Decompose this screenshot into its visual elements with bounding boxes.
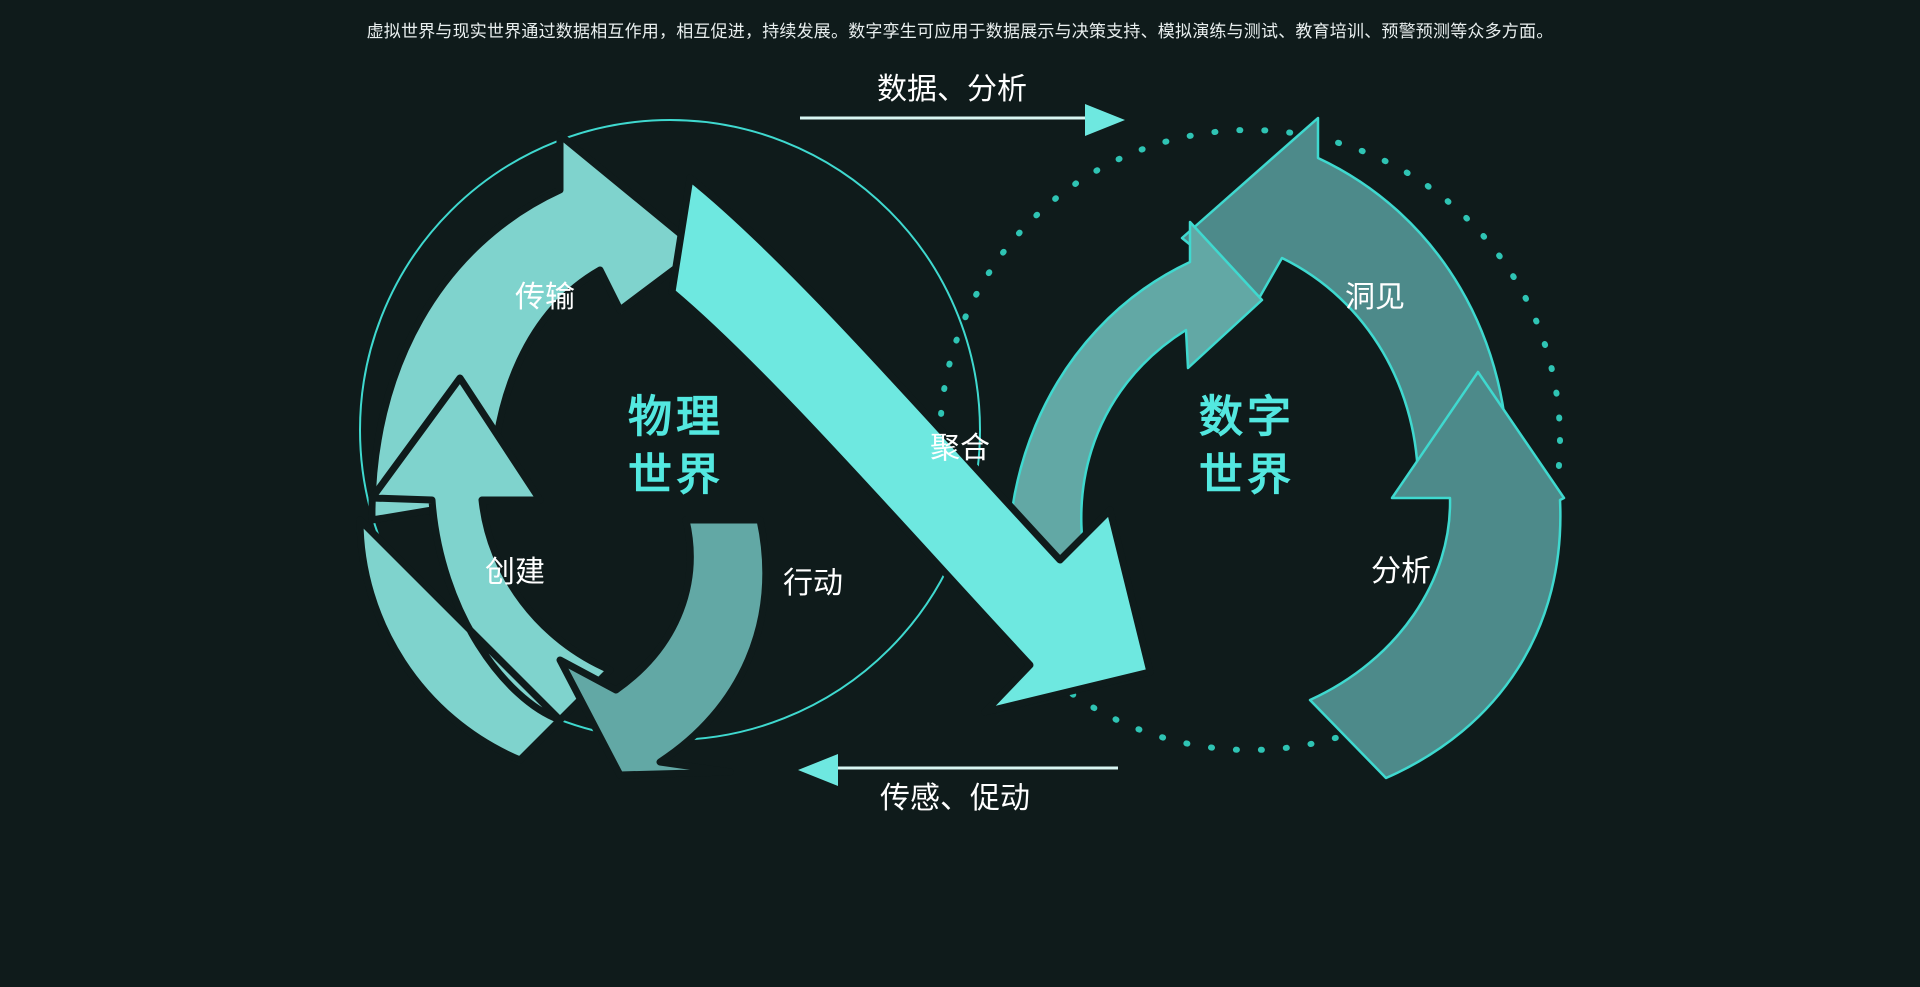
physical-world-title-line1: 物理 [628, 393, 724, 442]
flow-label-bottom: 传感、促动 [880, 782, 1030, 815]
flow-label-center: 聚合 [930, 432, 990, 465]
digital-world-title-line1: 数字 [1199, 393, 1295, 442]
step-label-act: 行动 [783, 567, 843, 600]
arrow-insight [1180, 116, 1510, 492]
arrow-create [356, 374, 614, 764]
arrow-analyze [1308, 370, 1566, 780]
step-label-analyze: 分析 [1371, 555, 1431, 588]
caption-text: 虚拟世界与现实世界通过数据相互作用，相互促进，持续发展。数字孪生可应用于数据展示… [366, 22, 1554, 41]
arrow-aggregate-inflow [1007, 220, 1264, 652]
physical-world-title-line2: 世界 [628, 451, 724, 500]
step-label-create: 创建 [485, 556, 545, 589]
flow-arrow-bottom [798, 754, 1118, 786]
arrow-act [556, 516, 770, 779]
flow-arrow-top [800, 104, 1125, 136]
step-label-insight: 洞见 [1345, 281, 1405, 314]
digital-world-title-line2: 世界 [1199, 451, 1295, 500]
flow-label-top: 数据、分析 [877, 73, 1027, 106]
step-label-transmit: 传输 [515, 281, 575, 314]
arrow-aggregate-main [668, 174, 1154, 716]
